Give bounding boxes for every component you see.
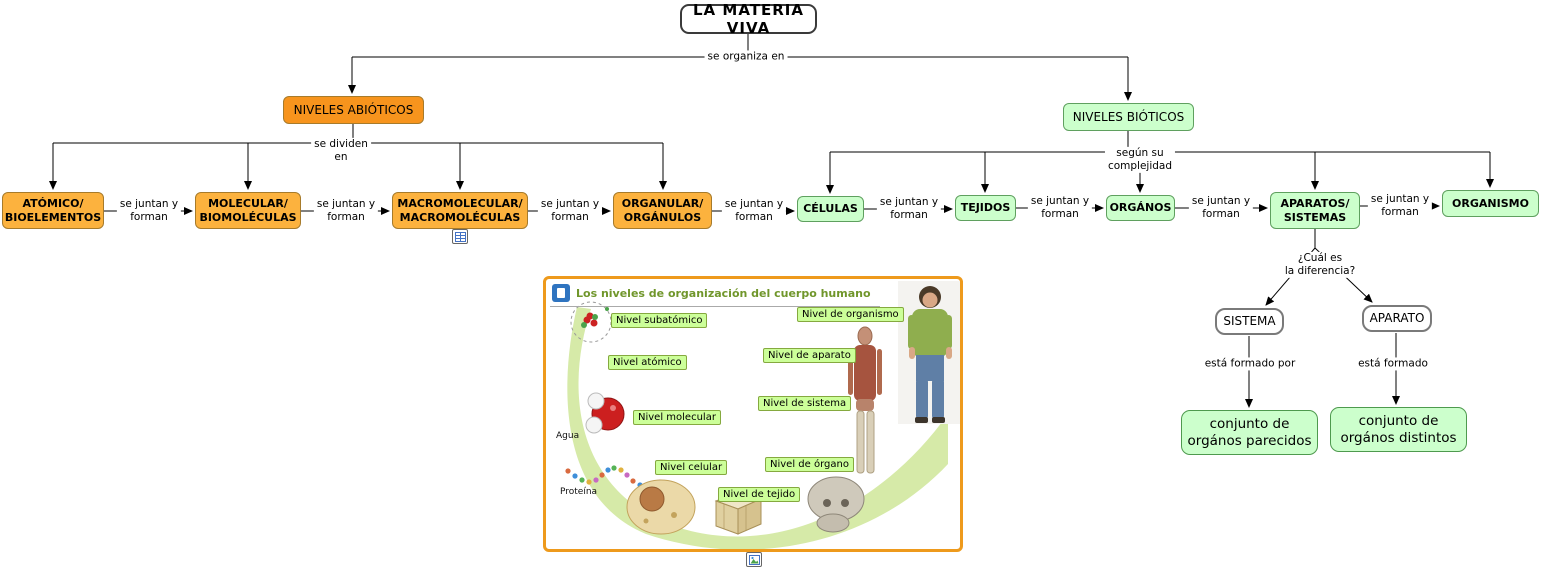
node-tejidos[interactable]: TEJIDOS [955, 195, 1016, 221]
figure-illustration [565, 281, 960, 549]
node-organos[interactable]: ORGÁNOS [1106, 195, 1175, 221]
link-label-juntan-6: se juntan y forman [1027, 194, 1093, 222]
chip-nivel-molecular: Nivel molecular [633, 410, 721, 425]
table-document-icon [454, 231, 466, 242]
link-label-juntan-3: se juntan y forman [537, 197, 603, 225]
chip-nivel-aparato: Nivel de aparato [763, 348, 856, 363]
macromolecular-attachment-icon[interactable] [452, 229, 468, 244]
node-molecular-biomoleculas[interactable]: MOLECULAR/ BIOMOLÉCULAS [195, 192, 301, 229]
caption-agua: Agua [556, 431, 580, 441]
link-label-dividen: se dividen en [311, 137, 371, 165]
node-organismo[interactable]: ORGANISMO [1442, 190, 1539, 217]
link-label-juntan-8: se juntan y forman [1367, 192, 1433, 220]
figure-header-icon [552, 284, 570, 302]
figure-title: Los niveles de organización del cuerpo h… [576, 287, 871, 300]
woman-photo [898, 281, 960, 424]
node-niveles-bioticos[interactable]: NIVELES BIÓTICOS [1063, 103, 1194, 131]
link-label-formado-por: está formado por [1201, 357, 1299, 371]
node-aparato[interactable]: APARATO [1362, 305, 1432, 332]
chip-nivel-sistema: Nivel de sistema [758, 396, 852, 411]
node-sistema[interactable]: SISTEMA [1215, 308, 1284, 335]
node-conjunto-organos-distintos[interactable]: conjunto de orgános distintos [1330, 407, 1467, 452]
node-aparatos-sistemas[interactable]: APARATOS/ SISTEMAS [1270, 192, 1360, 229]
link-label-juntan-1: se juntan y forman [116, 197, 182, 225]
figure-title-underline [550, 306, 880, 307]
root-node-la-materia-viva[interactable]: LA MATERIA VIVA [680, 1, 817, 37]
link-label-formado: está formado [1355, 357, 1431, 371]
caption-proteina: Proteína [560, 487, 598, 497]
figure-panel: Los niveles de organización del cuerpo h… [543, 276, 963, 552]
chip-nivel-atomico: Nivel atómico [608, 355, 687, 370]
node-conjunto-organos-parecidos[interactable]: conjunto de orgános parecidos [1181, 410, 1318, 455]
link-label-diferencia: ¿Cuál es la diferencia? [1281, 251, 1359, 279]
chip-nivel-organo: Nivel de órgano [765, 457, 854, 472]
chip-nivel-subatomico: Nivel subatómico [611, 313, 708, 328]
node-niveles-abioticos[interactable]: NIVELES ABIÓTICOS [283, 96, 424, 124]
node-atomico-bioelementos[interactable]: ATÓMICO/ BIOELEMENTOS [2, 192, 104, 229]
link-label-juntan-2: se juntan y forman [313, 197, 379, 225]
chip-nivel-tejido: Nivel de tejido [718, 487, 801, 502]
node-celulas[interactable]: CÉLULAS [797, 196, 864, 222]
image-attachment-icon [748, 554, 760, 565]
node-macromolecular-macromoleculas[interactable]: MACROMOLECULAR/ MACROMOLÉCULAS [392, 192, 528, 229]
figure-attachment-icon[interactable] [746, 552, 762, 567]
link-label-juntan-7: se juntan y forman [1188, 194, 1254, 222]
link-label-segun: según su complejidad [1104, 146, 1176, 174]
link-label-organiza: se organiza en [704, 50, 788, 64]
link-label-juntan-4: se juntan y forman [721, 197, 787, 225]
chip-nivel-organismo: Nivel de organismo [797, 307, 904, 322]
link-label-juntan-5: se juntan y forman [876, 195, 942, 223]
node-organular-organulos[interactable]: ORGANULAR/ ORGÁNULOS [613, 192, 712, 229]
chip-nivel-celular: Nivel celular [655, 460, 728, 475]
anatomy-figure [848, 326, 882, 474]
